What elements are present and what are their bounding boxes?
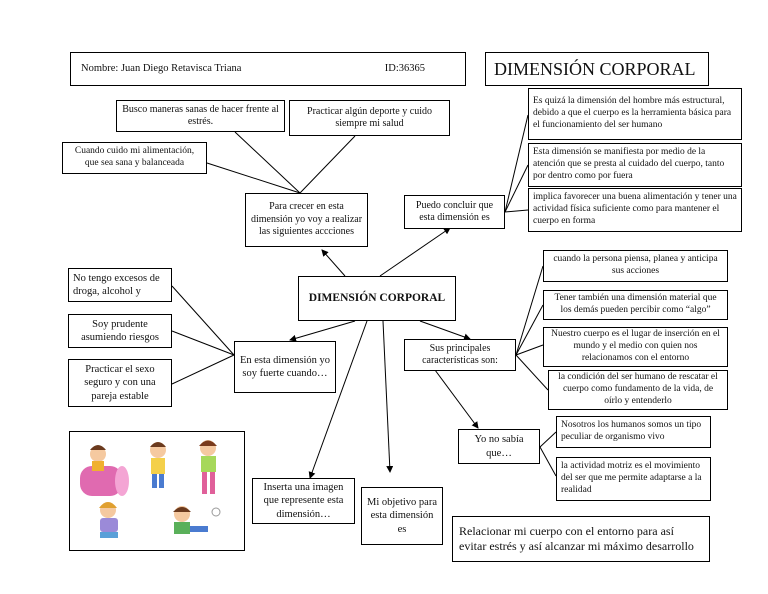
arrow-to-didnt-know (434, 369, 479, 429)
central-topic: DIMENSIÓN CORPORAL (298, 276, 456, 321)
children-exercising-illustration (80, 440, 221, 538)
image-prompt: Inserta una imagen que represente esta d… (252, 478, 355, 524)
line-features-4 (515, 354, 549, 391)
kid-hair (99, 502, 117, 508)
line-features-2 (515, 304, 544, 356)
line-growth-2 (299, 135, 356, 194)
kid-shorts (100, 532, 118, 538)
features-hub: Sus principales características son: (404, 339, 516, 371)
conclude-item-2: Esta dimensión se manifiesta por medio d… (528, 143, 742, 187)
kid-shirt (151, 458, 165, 474)
arrow-to-strong (289, 320, 356, 342)
line-features-3 (515, 344, 544, 356)
kid-shirt (92, 461, 104, 471)
feature-item-1: cuando la persona piensa, planea y antic… (543, 250, 728, 282)
student-info-box: Nombre: Juan Diego Retavisca Triana ID:3… (70, 52, 466, 86)
line-conclude-3 (504, 209, 529, 213)
student-id: ID:36365 (384, 63, 425, 75)
strong-item-2: Soy prudente asumiendo riesgos (68, 314, 172, 348)
line-strong-3 (171, 354, 235, 385)
conclude-item-3: implica favorecer una buena alimentación… (528, 188, 742, 232)
line-strong-2 (171, 330, 235, 356)
kid-hair (199, 440, 217, 446)
kid-leg (210, 472, 215, 494)
kid-hair (173, 507, 191, 512)
kid-leg (152, 474, 157, 488)
line-didnt-2 (539, 446, 557, 477)
objective-answer: Relacionar mi cuerpo con el entorno para… (452, 516, 710, 562)
growth-item-3: Cuando cuido mi alimentación, que sea sa… (62, 142, 207, 174)
line-conclude-2 (504, 164, 529, 213)
line-didnt-1 (539, 431, 557, 448)
line-strong-1 (171, 285, 235, 356)
strong-item-3: Practicar el sexo seguro y con una parej… (68, 359, 172, 407)
kid-leg (202, 472, 207, 494)
kid-leg (190, 526, 208, 532)
arrow-to-image (308, 320, 368, 479)
strong-hub: En esta dimensión yo soy fuerte cuando… (234, 341, 336, 393)
line-conclude-1 (504, 114, 529, 213)
feature-item-2: Tener también una dimensión material que… (543, 290, 728, 320)
growth-hub: Para crecer en esta dimensión yo voy a r… (245, 193, 368, 247)
student-name: Nombre: Juan Diego Retavisca Triana (81, 63, 242, 75)
page-title: DIMENSIÓN CORPORAL (485, 52, 709, 86)
feature-item-3: Nuestro cuerpo es el lugar de inserción … (543, 327, 728, 367)
kid-hair (90, 445, 106, 450)
kid-shirt (201, 456, 216, 472)
arrow-to-conclude (379, 227, 451, 277)
arrow-to-growth (321, 249, 346, 277)
growth-item-2: Practicar algún deporte y cuido siempre … (289, 100, 450, 136)
pink-tube (80, 466, 122, 496)
conclude-item-1: Es quizá la dimensión del hombre más est… (528, 88, 742, 140)
didnt-know-hub: Yo no sabía que… (458, 429, 540, 464)
tube-end (115, 466, 129, 496)
motion-mark (211, 507, 221, 517)
feature-item-4: la condición del ser humano de rescatar … (548, 370, 728, 410)
kid-shirt (174, 522, 190, 534)
kid-hair (150, 442, 166, 447)
kid-leg (159, 474, 164, 488)
line-features-1 (515, 265, 544, 356)
didnt-know-item-1: Nosotros los humanos somos un tipo pecul… (556, 416, 711, 448)
arrow-to-features (419, 320, 471, 341)
didnt-know-item-2: la actividad motriz es el movimiento del… (556, 457, 711, 501)
arrow-to-objective (382, 320, 394, 473)
strong-item-1: No tengo excesos de droga, alcohol y (68, 268, 172, 302)
kid-shirt (100, 518, 118, 532)
line-growth-1 (234, 131, 301, 194)
conclude-hub: Puedo concluir que esta dimensión es (404, 195, 505, 229)
objective-box: Mi objetivo para esta dimensión es (361, 487, 443, 545)
growth-item-1: Busco maneras sanas de hacer frente al e… (116, 100, 285, 132)
kids-image (69, 431, 245, 551)
line-growth-3 (206, 162, 301, 194)
